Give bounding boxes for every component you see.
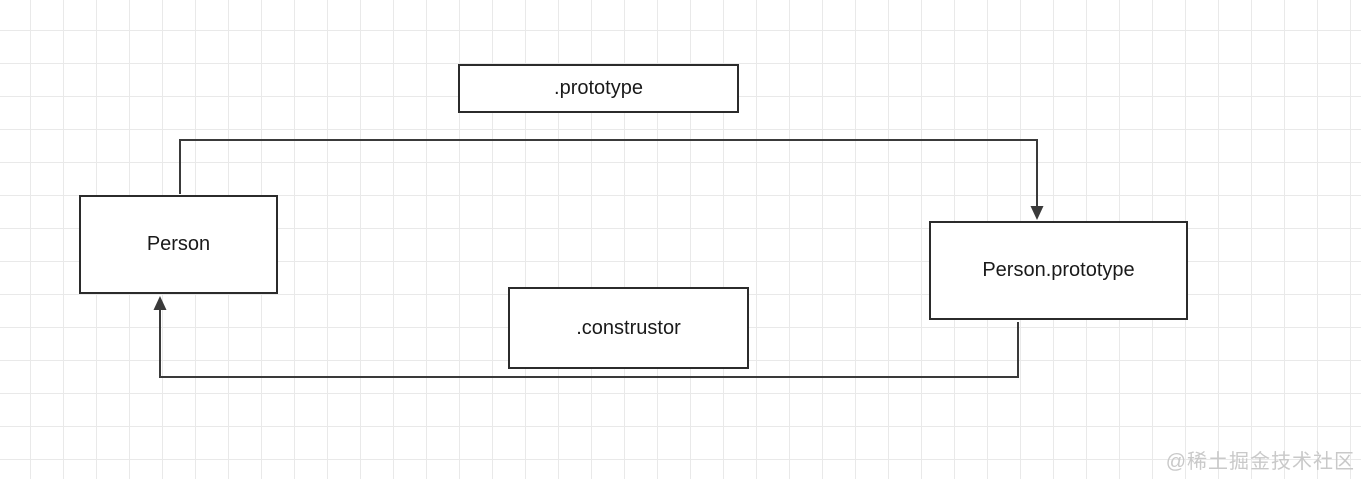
arrowhead-down-icon <box>1030 206 1044 220</box>
node-label: Person.prototype <box>982 259 1135 281</box>
watermark: @稀土掘金技术社区 <box>1165 451 1355 473</box>
node-label: .prototype <box>554 77 643 99</box>
node-label: Person <box>146 233 211 255</box>
arrowhead-up-icon <box>153 296 167 310</box>
node-prototype-label: .prototype <box>458 64 739 113</box>
node-person: Person <box>79 195 278 294</box>
node-person-prototype: Person.prototype <box>929 221 1188 320</box>
node-label: .construstor <box>576 316 681 339</box>
node-construstor-label: .construstor <box>508 287 749 369</box>
arrow-prototype <box>179 139 1044 220</box>
